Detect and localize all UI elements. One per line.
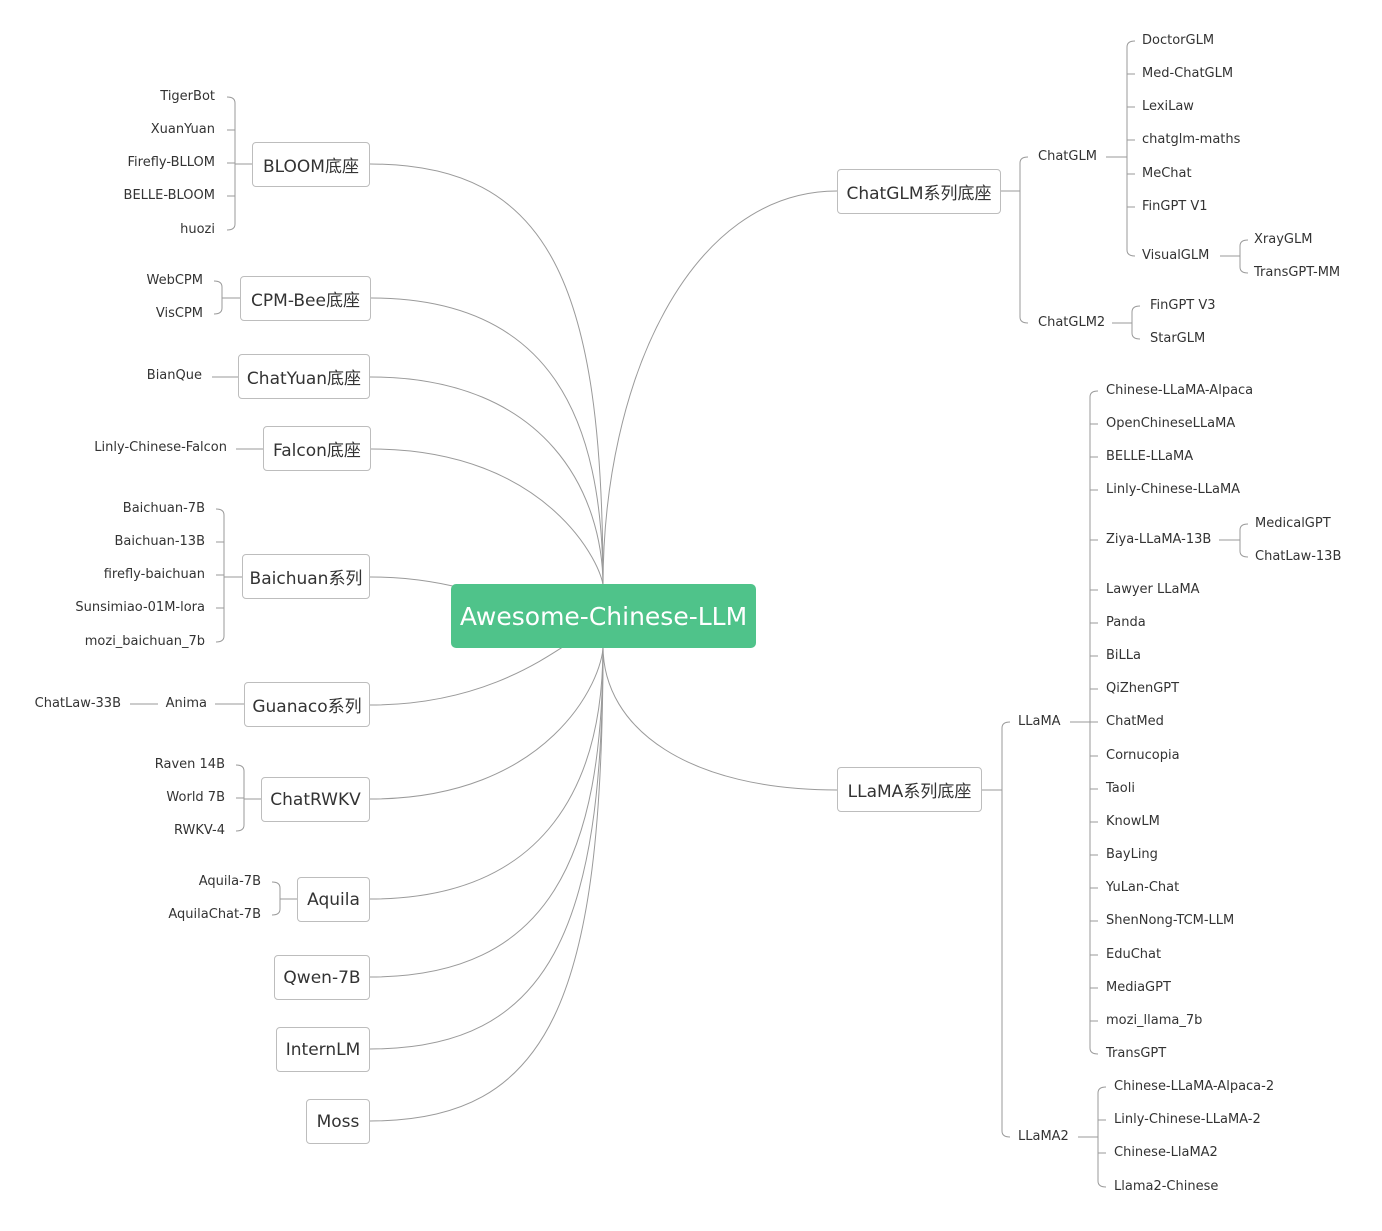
leaf-chinese-llama-alpaca[interactable]: Chinese-LLaMA-Alpaca [1106, 383, 1254, 398]
bracket [1239, 523, 1249, 558]
bracket [1131, 305, 1141, 340]
leaf-mechat[interactable]: MeChat [1142, 166, 1192, 181]
leaf-huozi[interactable]: huozi [180, 222, 215, 237]
leaf-aquila-7b[interactable]: Aquila-7B [198, 874, 261, 889]
branch-internlm[interactable]: InternLM [276, 1027, 370, 1072]
branch-aquila[interactable]: Aquila [297, 877, 370, 922]
leaf-yulan-chat[interactable]: YuLan-Chat [1106, 880, 1180, 895]
leaf-firefly-baichuan[interactable]: firefly-baichuan [103, 567, 205, 582]
leaf-billa[interactable]: BiLLa [1106, 648, 1141, 663]
leaf-panda[interactable]: Panda [1106, 615, 1146, 630]
leaf-doctorglm[interactable]: DoctorGLM [1142, 33, 1215, 48]
branch-qwen[interactable]: Qwen-7B [274, 955, 370, 1000]
leaf-belle-bloom[interactable]: BELLE-BLOOM [123, 188, 215, 203]
leaf-chinese-llama2[interactable]: Chinese-LlaMA2 [1114, 1145, 1218, 1160]
node-llama[interactable]: LLaMA [1018, 714, 1061, 729]
branch-falcon[interactable]: Falcon底座 [263, 426, 371, 471]
leaf-chatlaw-13b[interactable]: ChatLaw-13B [1255, 549, 1342, 564]
branch-baichuan[interactable]: Baichuan系列 [242, 554, 370, 599]
node-llama2[interactable]: LLaMA2 [1018, 1129, 1069, 1144]
leaf-linly-chinese-falcon[interactable]: Linly-Chinese-Falcon [94, 440, 227, 455]
root-left-curve-1 [370, 297, 604, 587]
leaf-belle-llama[interactable]: BELLE-LLaMA [1106, 449, 1194, 464]
leaf-webcpm[interactable]: WebCPM [146, 273, 203, 288]
leaf-aquilachat-7b[interactable]: AquilaChat-7B [168, 907, 261, 922]
bracket [1001, 721, 1011, 1138]
branch-moss[interactable]: Moss [306, 1099, 370, 1144]
leaf-viscpm[interactable]: VisCPM [155, 306, 203, 321]
leaf-bayling[interactable]: BayLing [1106, 847, 1158, 862]
leaf-rwkv-4[interactable]: RWKV-4 [174, 823, 225, 838]
branch-llama-series[interactable]: LLaMA系列底座 [837, 767, 982, 812]
root-node[interactable]: Awesome-Chinese-LLM [451, 584, 756, 648]
bracket [1097, 1086, 1107, 1188]
leaf-openchinesellama[interactable]: OpenChineseLLaMA [1106, 416, 1236, 431]
leaf-anima[interactable]: Anima [165, 696, 207, 711]
leaf-chatmed[interactable]: ChatMed [1106, 714, 1164, 729]
leaf-knowlm[interactable]: KnowLM [1106, 814, 1160, 829]
leaf-xrayglm[interactable]: XrayGLM [1254, 232, 1313, 247]
leaf-chatlaw-33b[interactable]: ChatLaw-33B [34, 696, 121, 711]
leaf-chatglm-maths[interactable]: chatglm-maths [1142, 132, 1241, 147]
leaf-shennong-tcm-llm[interactable]: ShenNong-TCM-LLM [1106, 913, 1235, 928]
leaf-fingpt-v3[interactable]: FinGPT V3 [1150, 298, 1216, 313]
root-left-curve-8 [369, 645, 604, 978]
leaf-firefly-bllom[interactable]: Firefly-BLLOM [127, 155, 215, 170]
root-left-curve-10 [369, 645, 604, 1122]
leaf-med-chatglm[interactable]: Med-ChatGLM [1142, 66, 1234, 81]
leaf-cornucopia[interactable]: Cornucopia [1106, 748, 1180, 763]
root-left-curve-3 [370, 448, 604, 587]
bracket [271, 881, 281, 916]
bracket [1019, 156, 1029, 324]
node-chatglm2[interactable]: ChatGLM2 [1038, 315, 1106, 330]
leaf-mozi-baichuan[interactable]: mozi_baichuan_7b [84, 634, 205, 649]
leaf-xuanyuan[interactable]: XuanYuan [150, 122, 215, 137]
leaf-taoli[interactable]: Taoli [1106, 781, 1135, 796]
root-right-curve-llama [602, 645, 838, 791]
leaf-transgpt[interactable]: TransGPT [1106, 1046, 1167, 1061]
leaf-raven-14b[interactable]: Raven 14B [154, 757, 225, 772]
leaf-ziya-llama-13b[interactable]: Ziya-LLaMA-13B [1106, 532, 1212, 547]
leaf-linly-chinese-llama[interactable]: Linly-Chinese-LLaMA [1106, 482, 1241, 497]
branch-cpm-bee[interactable]: CPM-Bee底座 [240, 276, 371, 321]
leaf-mediagpt[interactable]: MediaGPT [1106, 980, 1171, 995]
root-left-curve-0 [369, 163, 604, 587]
leaf-lexilaw[interactable]: LexiLaw [1142, 99, 1194, 114]
leaf-baichuan-7b[interactable]: Baichuan-7B [122, 501, 205, 516]
leaf-chinese-llama-alpaca-2[interactable]: Chinese-LLaMA-Alpaca-2 [1114, 1079, 1275, 1094]
leaf-transgpt-mm[interactable]: TransGPT-MM [1254, 265, 1341, 280]
root-left-curve-9 [369, 645, 604, 1050]
node-chatglm[interactable]: ChatGLM [1038, 149, 1097, 164]
leaf-baichuan-13b[interactable]: Baichuan-13B [114, 534, 205, 549]
leaf-medicalgpt[interactable]: MedicalGPT [1255, 516, 1331, 531]
leaf-sunsimiao[interactable]: Sunsimiao-01M-lora [75, 600, 205, 615]
bracket [213, 280, 223, 315]
leaf-lawyer-llama[interactable]: Lawyer LLaMA [1106, 582, 1200, 597]
leaf-visualglm[interactable]: VisualGLM [1142, 248, 1210, 263]
leaf-mozi-llama-7b[interactable]: mozi_llama_7b [1106, 1013, 1203, 1028]
bracket [1239, 239, 1249, 274]
leaf-tigerbot[interactable]: TigerBot [160, 89, 215, 104]
branch-chatrwkv[interactable]: ChatRWKV [261, 777, 370, 822]
branch-chatyuan[interactable]: ChatYuan底座 [238, 354, 370, 399]
bracket [1126, 40, 1136, 257]
leaf-fingpt-v1[interactable]: FinGPT V1 [1142, 199, 1208, 214]
leaf-bianque[interactable]: BianQue [146, 368, 202, 383]
branch-bloom[interactable]: BLOOM底座 [252, 142, 370, 187]
root-left-curve-6 [369, 645, 604, 800]
leaf-starglm[interactable]: StarGLM [1150, 331, 1206, 346]
root-right-curve-chatglm [602, 190, 838, 587]
root-left-curve-2 [369, 376, 604, 587]
leaf-linly-chinese-llama-2[interactable]: Linly-Chinese-LLaMA-2 [1114, 1112, 1261, 1127]
leaf-educhat[interactable]: EduChat [1106, 947, 1162, 962]
leaf-world-7b[interactable]: World 7B [166, 790, 225, 805]
root-left-curve-7 [369, 645, 604, 900]
leaf-qizhengpt[interactable]: QiZhenGPT [1106, 681, 1180, 696]
branch-chatglm-series[interactable]: ChatGLM系列底座 [837, 169, 1001, 214]
branch-guanaco[interactable]: Guanaco系列 [244, 682, 370, 727]
leaf-llama2-chinese[interactable]: Llama2-Chinese [1114, 1179, 1219, 1194]
